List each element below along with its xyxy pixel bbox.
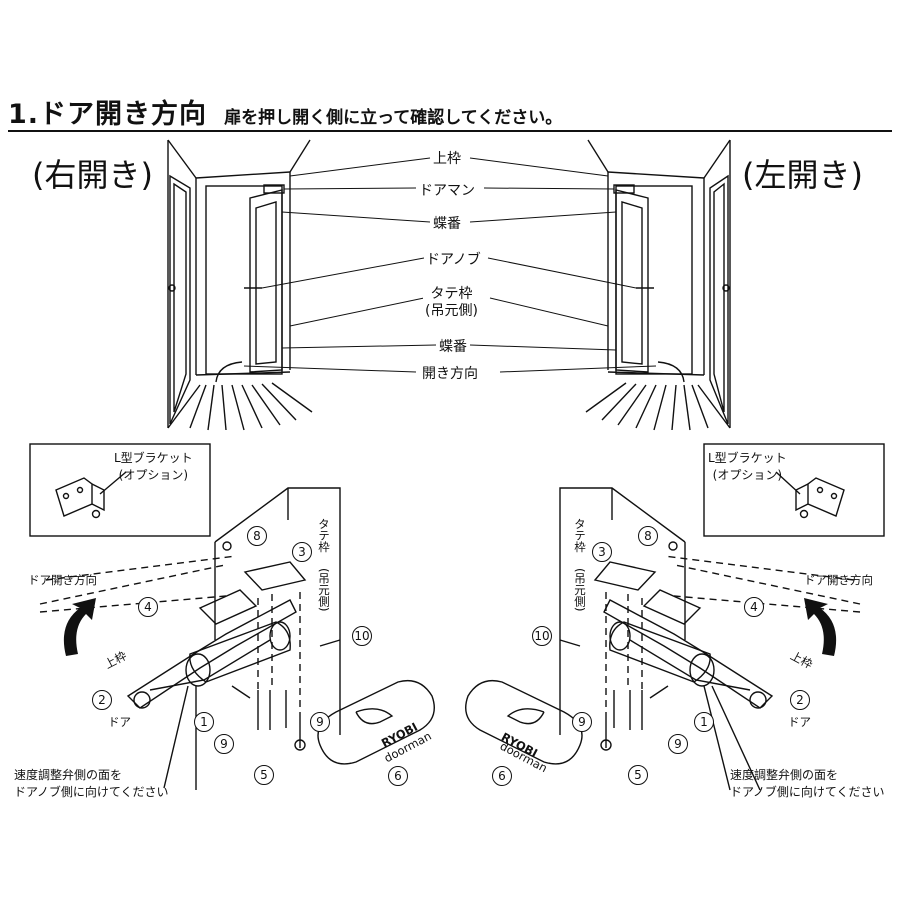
part-number-2: 2 xyxy=(790,690,810,710)
part-number-10: 10 xyxy=(532,626,552,646)
door-left: ドア xyxy=(108,715,131,729)
part-number-5: 5 xyxy=(628,765,648,785)
part-number-6: 6 xyxy=(492,766,512,786)
section-heading: 1.ドア開き方向 扉を押し開く側に立って確認してください。 xyxy=(8,92,562,131)
speed-note-line2: ドアノブ側に向けてください xyxy=(14,785,169,799)
bracket-subtitle: (オプション) xyxy=(712,468,783,482)
part-number-3: 3 xyxy=(292,542,312,562)
right-open-install-drawing xyxy=(29,443,435,790)
part-number-9: 9 xyxy=(214,734,234,754)
label-upper-frame: 上枠 xyxy=(431,148,463,168)
label-hinge-bottom: 蝶番 xyxy=(437,336,469,356)
label-hinge-side-text: (吊元側) xyxy=(425,303,478,319)
part-number-9: 9 xyxy=(668,734,688,754)
part-number-5: 5 xyxy=(254,765,274,785)
left-open-room-drawing xyxy=(585,139,731,431)
bracket-inset-right-caption: L型ブラケット (オプション) xyxy=(708,450,787,484)
label-vertical-frame-text: タテ枠 xyxy=(430,286,473,302)
vertical-frame-left: タテ枠 xyxy=(317,518,331,553)
part-number-6: 6 xyxy=(388,766,408,786)
section-title: 1.ドア開き方向 xyxy=(8,99,208,130)
part-number-8: 8 xyxy=(638,526,658,546)
part-number-1: 1 xyxy=(694,712,714,732)
label-open-direction: 開き方向 xyxy=(420,363,480,383)
door-open-direction-right: ドア開き方向 xyxy=(804,573,873,587)
part-number-9: 9 xyxy=(310,712,330,732)
bracket-inset-left-caption: L型ブラケット (オプション) xyxy=(114,450,193,484)
left-open-label: (左開き) xyxy=(742,156,863,194)
hinge-side-left: (吊元側) xyxy=(317,568,331,612)
part-number-8: 8 xyxy=(247,526,267,546)
part-number-1: 1 xyxy=(194,712,214,732)
right-open-label: (右開き) xyxy=(32,156,153,194)
label-hinge-top: 蝶番 xyxy=(431,213,463,233)
speed-note-line2: ドアノブ側に向けてください xyxy=(730,785,885,799)
speed-note-line1: 速度調整弁側の面を xyxy=(14,768,123,782)
door-right: ドア xyxy=(788,715,811,729)
leader-lines xyxy=(243,157,657,373)
part-number-10: 10 xyxy=(352,626,372,646)
right-open-room-drawing xyxy=(167,139,313,431)
part-number-9: 9 xyxy=(572,712,592,732)
bracket-title: L型ブラケット xyxy=(114,451,193,465)
part-number-4: 4 xyxy=(138,597,158,617)
speed-note-line1: 速度調整弁側の面を xyxy=(730,768,839,782)
vertical-frame-right: タテ枠 xyxy=(573,518,587,553)
speed-note-left: 速度調整弁側の面を ドアノブ側に向けてください xyxy=(14,766,169,800)
heading-underline xyxy=(8,130,892,132)
speed-note-right: 速度調整弁側の面を ドアノブ側に向けてください xyxy=(730,766,885,800)
label-vertical-frame: タテ枠 (吊元側) xyxy=(423,286,480,320)
label-doorman: ドアマン xyxy=(417,180,477,200)
part-number-4: 4 xyxy=(744,597,764,617)
left-open-install-drawing xyxy=(465,443,885,791)
part-number-3: 3 xyxy=(592,542,612,562)
door-open-direction-left: ドア開き方向 xyxy=(28,573,97,587)
section-instruction: 扉を押し開く側に立って確認してください。 xyxy=(224,108,563,128)
bracket-subtitle: (オプション) xyxy=(118,468,189,482)
bracket-title: L型ブラケット xyxy=(708,451,787,465)
hinge-side-right: (吊元側) xyxy=(573,568,587,612)
part-number-2: 2 xyxy=(92,690,112,710)
label-door-knob: ドアノブ xyxy=(424,249,483,269)
